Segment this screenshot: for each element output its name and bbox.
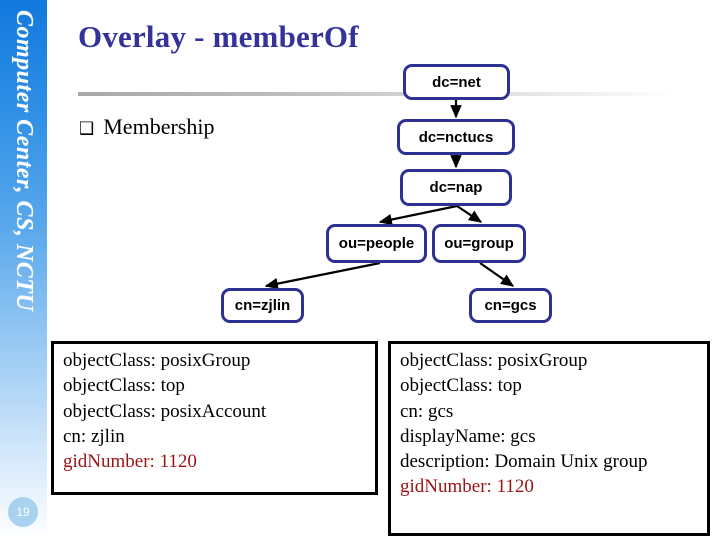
sidebar-brand-label: Computer Center, CS, NCTU — [11, 10, 37, 312]
attribute-box-gcs: objectClass: posixGroup objectClass: top c… — [388, 341, 710, 536]
attribute-line: description: Domain Unix group — [400, 451, 648, 473]
tree-node-label: cn=gcs — [484, 297, 537, 314]
tree-node-dc-nap: dc=nap — [400, 169, 512, 206]
bullet-item-label: Membership — [103, 114, 215, 139]
tree-node-label: dc=nctucs — [418, 128, 494, 146]
page-number-badge: 19 — [8, 497, 38, 527]
attribute-line: cn: zjlin — [63, 425, 125, 447]
tree-node-label: ou=group — [444, 235, 514, 252]
sidebar-band: Computer Center, CS, NCTU — [0, 0, 47, 540]
tree-node-ou-people: ou=people — [326, 224, 427, 263]
tree-node-cn-zjlin: cn=zjlin — [221, 288, 304, 323]
page-title: Overlay - memberOf — [78, 19, 359, 54]
attribute-line: objectClass: top — [400, 375, 522, 397]
attribute-line: objectClass: posixAccount — [63, 400, 267, 422]
title-divider — [78, 92, 678, 96]
hollow-square-bullet-icon: ❑ — [79, 119, 95, 139]
edge-dc-nap-to-ou-group — [456, 205, 483, 223]
tree-node-label: dc=net — [432, 73, 481, 91]
attribute-line: objectClass: posixGroup — [63, 350, 251, 371]
attribute-line: gidNumber: 1120 — [63, 451, 197, 473]
tree-node-label: ou=people — [338, 235, 415, 252]
tree-node-dc-net: dc=net — [403, 64, 510, 100]
tree-node-cn-gcs: cn=gcs — [469, 288, 552, 323]
tree-node-label: dc=nap — [429, 179, 483, 196]
attribute-box-zjlin: objectClass: posixGroup objectClass: top o… — [51, 341, 378, 495]
attribute-line: gidNumber: 1120 — [400, 476, 534, 498]
attribute-line: objectClass: posixGroup — [400, 350, 588, 371]
edge-ou-group-to-cn-gcs — [479, 262, 515, 287]
attribute-line: displayName: gcs — [400, 425, 536, 447]
bullet-item-membership: ❑ Membership — [79, 114, 214, 140]
tree-node-dc-nctucs: dc=nctucs — [397, 119, 515, 155]
edge-ou-people-to-cn-zjlin — [264, 261, 381, 290]
tree-node-label: cn=zjlin — [234, 297, 291, 314]
attribute-line: cn: gcs — [400, 400, 454, 422]
edge-dc-nap-to-ou-people — [378, 204, 458, 226]
attribute-line: objectClass: top — [63, 375, 185, 397]
tree-node-ou-group: ou=group — [432, 224, 526, 263]
